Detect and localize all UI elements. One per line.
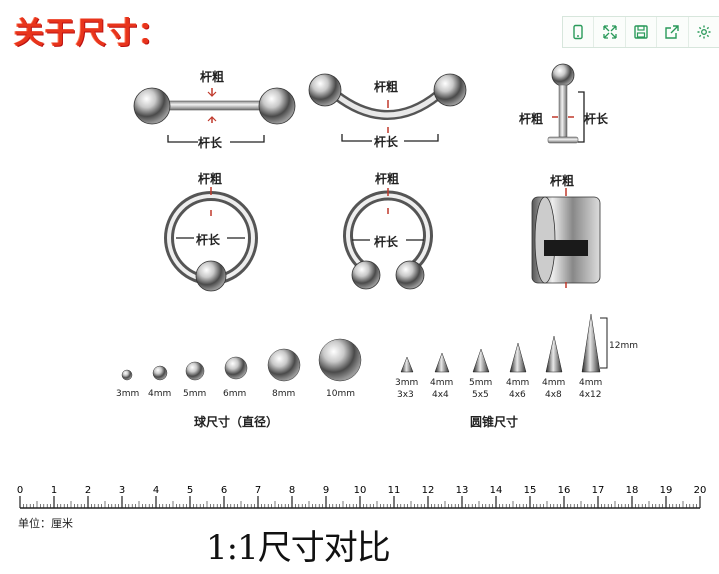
cone-height-label: 12mm [609,341,638,351]
rod-thickness-label-3: 杆粗 [519,112,544,126]
ruler-tick-label: 9 [323,485,329,496]
settings-icon [697,25,711,39]
page-title: 关于尺寸： [14,16,169,51]
cone-size-label: 4x8 [545,390,562,400]
ball-caption: 球尺寸（直径） [194,415,279,429]
share-button[interactable] [657,17,689,47]
ball-size-label: 4mm [148,389,172,399]
rod-length-label-4: 杆长 [196,233,221,247]
ruler-tick-label: 17 [592,485,605,496]
cone-size-label: 4mm [542,378,566,388]
ruler-tick-label: 5 [187,485,193,496]
rod-thickness-label-4: 杆粗 [198,172,223,186]
curved-barbell [308,73,467,142]
cone-size-label: 3x3 [397,390,414,400]
ruler-tick-label: 14 [490,485,503,496]
cone-caption: 圆锥尺寸 [470,415,519,429]
save-icon [634,25,648,39]
ruler-tick-label: 12 [422,485,435,496]
labret [547,63,585,144]
cone-size-label: 5x5 [472,390,489,400]
share-icon [665,25,680,39]
rod-thickness-label-2: 杆粗 [374,80,399,94]
ball-size-label: 3mm [116,389,140,399]
settings-button[interactable] [689,17,719,47]
cone-size-row [400,313,608,373]
captive-bead-ring [164,187,258,292]
ruler-tick-label: 0 [17,485,23,496]
rod-length-label-3: 杆长 [584,112,609,126]
ruler-tick-label: 1 [51,485,57,496]
horseshoe-ring [343,188,433,290]
ruler-tick-label: 15 [524,485,537,496]
rod-length-label-5: 杆长 [374,235,399,249]
cone-size-label: 4x6 [509,390,526,400]
cone-size-label: 4mm [506,378,530,388]
ruler-tick-label: 13 [456,485,469,496]
ruler-tick-label: 7 [255,485,261,496]
ruler-tick-label: 3 [119,485,125,496]
ruler-tick-label: 4 [153,485,159,496]
scale-compare-label: 1:1尺寸对比 [206,528,391,568]
ruler-tick-label: 6 [221,485,227,496]
expand-icon [602,25,617,39]
save-button[interactable] [626,17,658,47]
straight-barbell [133,87,296,143]
ruler-tick-label: 19 [660,485,673,496]
ruler-tick-label: 18 [626,485,639,496]
jewelry-illustration [121,63,608,382]
phone-icon [573,24,583,40]
cone-size-label: 3mm [395,378,419,388]
rod-length-label-2: 杆长 [374,135,399,149]
expand-button[interactable] [594,17,626,47]
cone-size-label: 4x4 [432,390,449,400]
ruler-tick-label: 20 [694,485,707,496]
ball-size-row [121,338,362,382]
cone-size-label: 5mm [469,378,493,388]
ruler-unit-label: 单位：厘米 [18,517,73,530]
rod-thickness-label-5: 杆粗 [375,172,400,186]
ball-size-label: 10mm [326,389,355,399]
ruler-tick-label: 10 [354,485,367,496]
ruler-tick-label: 2 [85,485,91,496]
rod-length-label-1: 杆长 [198,136,223,150]
ruler-tick-label: 8 [289,485,295,496]
ball-size-label: 5mm [183,389,207,399]
flesh-tunnel [531,188,601,288]
ruler-tick-label: 11 [388,485,401,496]
image-toolbar [562,16,719,48]
cone-size-label: 4x12 [579,390,602,400]
rod-thickness-label-1: 杆粗 [200,70,225,84]
ruler-tick-label: 16 [558,485,571,496]
cone-size-label: 4mm [579,378,603,388]
cone-size-label: 4mm [430,378,454,388]
rod-thickness-label-6: 杆粗 [550,174,575,188]
phone-view-button[interactable] [563,17,595,47]
ball-size-label: 8mm [272,389,296,399]
ball-size-label: 6mm [223,389,247,399]
